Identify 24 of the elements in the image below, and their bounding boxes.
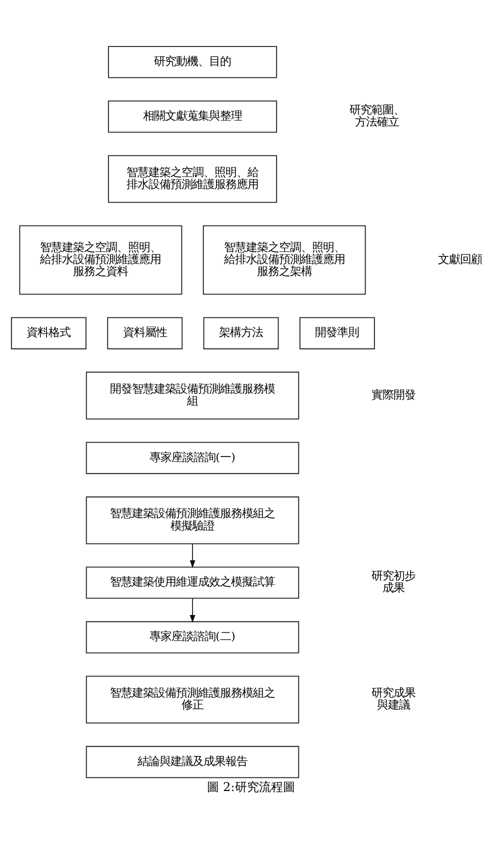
node-box: 專家座談諮詢(二) bbox=[86, 621, 300, 654]
node-box: 智慧建築之空調、照明、給排水設備預測維護應用服務之架構 bbox=[202, 225, 366, 295]
node-box: 結論與建議及成果報告 bbox=[86, 746, 300, 778]
arrow bbox=[190, 543, 196, 568]
node-box: 智慧建築之空調、照明、給排水設備預測維護應用服務之資料 bbox=[19, 225, 182, 295]
node-box: 開發準則 bbox=[299, 317, 375, 350]
node-box: 資料格式 bbox=[10, 317, 86, 350]
label: 研究範圍、方法確立 bbox=[350, 104, 405, 129]
label: 文獻回顧 bbox=[438, 252, 482, 266]
node-box: 架構方法 bbox=[203, 317, 279, 350]
label: 研究初步成果 bbox=[372, 570, 416, 595]
arrow bbox=[190, 598, 196, 623]
node-box: 智慧建築之空調、照明、給排水設備預測維護服務應用 bbox=[108, 155, 278, 203]
node-box: 智慧建築設備預測維護服務模組之模擬驗證 bbox=[86, 496, 300, 544]
node-box: 相關文獻蒐集與整理 bbox=[108, 100, 278, 133]
node-box: 專家座談諮詢(一) bbox=[86, 442, 300, 474]
node-box: 智慧建築設備預測維護服務模組之修正 bbox=[86, 676, 300, 724]
caption: 圖 2:研究流程圖 bbox=[207, 780, 295, 794]
node-box: 資料屬性 bbox=[107, 317, 183, 350]
node-box: 智慧建築使用維運成效之模擬試算 bbox=[86, 566, 300, 599]
label: 實際開發 bbox=[372, 388, 416, 402]
node-box: 研究動機、目的 bbox=[108, 46, 278, 78]
node-box: 開發智慧建築設備預測維護服務模組 bbox=[86, 372, 300, 420]
label: 研究成果與建議 bbox=[372, 686, 416, 712]
